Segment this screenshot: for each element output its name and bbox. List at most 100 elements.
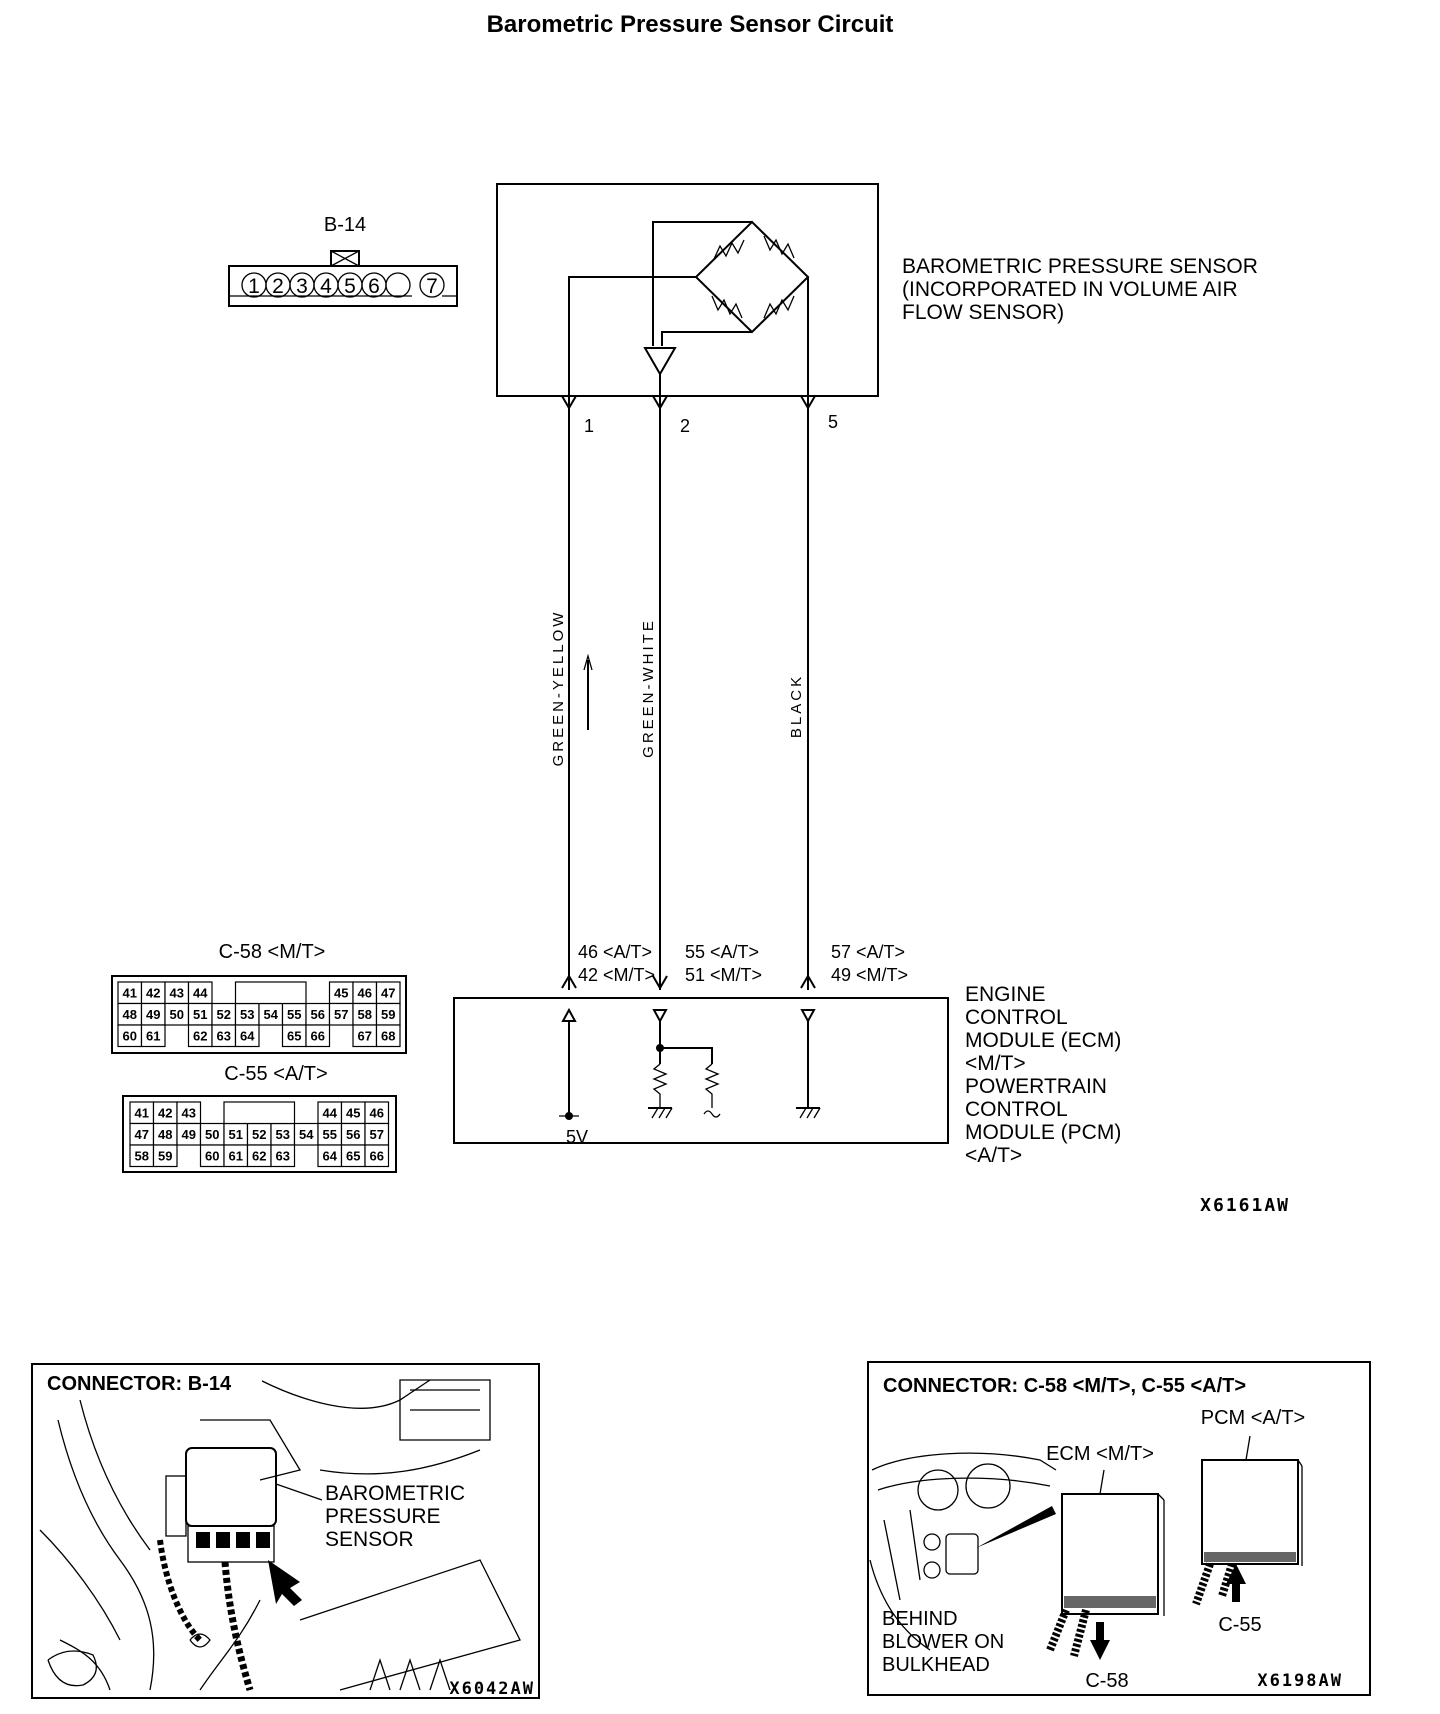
pin-number: 63 — [276, 1149, 290, 1164]
sensor-amp-input-top — [652, 221, 752, 346]
pin-number: 46 — [370, 1106, 384, 1121]
panel-left-callout-line-2: PRESSURE — [325, 1505, 441, 1528]
panel-left-callout-line-1: BAROMETRIC — [325, 1482, 465, 1505]
panel-title-backdrop — [44, 1370, 262, 1396]
pin-number: 62 — [252, 1149, 266, 1164]
resistor-icon — [652, 1063, 668, 1108]
sensor-connector — [236, 1532, 250, 1548]
pin-number: 42 — [146, 986, 160, 1001]
connector-b14-housing — [228, 265, 458, 307]
pin-number: 64 — [240, 1029, 255, 1044]
panel-left-callout-line-3: SENSOR — [325, 1528, 414, 1551]
ecm-5v-label: 5V — [566, 1127, 588, 1147]
pin-number: 44 — [323, 1106, 338, 1121]
ecm-pin-label: 42 <M/T> — [578, 965, 655, 985]
ecm-label-line-5: POWERTRAIN — [965, 1075, 1107, 1098]
b14-pin-6: 6 — [368, 275, 380, 298]
pin-number: 63 — [217, 1029, 231, 1044]
ecm-pin-label: 55 <A/T> — [685, 942, 759, 962]
terminal-arrow-icon — [652, 395, 668, 410]
ecm-module-body — [1157, 1493, 1165, 1501]
panel-right-code: X6198AW — [1257, 1671, 1343, 1691]
ecm-label-line-8: <A/T> — [965, 1144, 1022, 1167]
harness-icon — [1046, 1608, 1070, 1652]
pin-number: 44 — [193, 986, 208, 1001]
dashboard-illustration — [869, 1452, 1057, 1651]
pin-cell — [305, 1024, 331, 1048]
resistor-icon — [711, 295, 743, 319]
pin-number: 59 — [381, 1007, 395, 1022]
pin-number: 50 — [170, 1007, 184, 1022]
b14-pin-7: 7 — [426, 275, 438, 298]
pin-cell — [375, 1024, 401, 1048]
pin-circle — [385, 272, 411, 298]
pin-number: 46 — [358, 986, 372, 1001]
pin-number: 57 — [370, 1127, 384, 1142]
ecm-module-body — [1061, 1493, 1159, 1615]
pin-number: 65 — [287, 1029, 301, 1044]
pin-number: 52 — [217, 1007, 231, 1022]
signal-wave-icon — [703, 1110, 721, 1118]
wire-color-black: BLACK — [788, 674, 805, 738]
harness-icon — [1070, 1608, 1090, 1658]
panel-frame — [31, 1363, 540, 1699]
pin-number: 48 — [158, 1127, 172, 1142]
arrow-pointer-icon — [268, 1560, 302, 1606]
pin-number: 51 — [193, 1007, 207, 1022]
pin-number: 60 — [205, 1149, 219, 1164]
panel-left-code: X6042AW — [449, 1679, 535, 1699]
pin-number: 61 — [146, 1029, 160, 1044]
engine-control-module: 5V — [453, 997, 949, 1147]
sensor-pin-2-label: 2 — [680, 416, 690, 436]
pin-number: 66 — [370, 1149, 384, 1164]
pin-number: 56 — [311, 1007, 325, 1022]
pin-number: 57 — [334, 1007, 348, 1022]
ground-icon — [813, 1107, 821, 1119]
pin-cell — [270, 1144, 296, 1168]
connector-key-cavity — [234, 981, 307, 1005]
ecm-label-line-3: MODULE (ECM) — [965, 1029, 1121, 1052]
sensor-housing — [496, 183, 879, 397]
sensor-bracket — [165, 1475, 187, 1537]
sensor-connector — [216, 1532, 230, 1548]
callout-line — [275, 1483, 323, 1501]
pin-number: 45 — [334, 986, 348, 1001]
input-arrow-icon — [652, 1009, 668, 1024]
ecm-module-illustration — [1046, 1469, 1165, 1660]
resistor-icon — [763, 295, 795, 319]
ground-icon — [665, 1107, 673, 1119]
location-line-1: BEHIND — [882, 1608, 958, 1630]
pin-cell — [140, 1024, 166, 1048]
terminal-arrow-icon — [800, 974, 816, 989]
pin-number: 58 — [358, 1007, 372, 1022]
pin-number: 49 — [182, 1127, 196, 1142]
pin-number: 43 — [182, 1106, 196, 1121]
pin-number: 53 — [276, 1127, 290, 1142]
sensor-label-line-3: FLOW SENSOR) — [902, 301, 1064, 324]
ecm-pin-label: 51 <M/T> — [685, 965, 762, 985]
ecm-label: ECM <M/T> — [1046, 1443, 1154, 1465]
pin-cell — [364, 1144, 390, 1168]
b14-pin-4: 4 — [320, 275, 332, 298]
pin-number: 47 — [135, 1127, 149, 1142]
wire-harness-illustration — [221, 1561, 254, 1692]
supply-arrow-icon — [561, 1007, 577, 1022]
terminal-arrow-icon — [561, 395, 577, 410]
pcm-module-body — [1204, 1552, 1296, 1562]
sensor-connector — [187, 1525, 275, 1563]
engine-bay-illustration — [39, 1379, 521, 1691]
wire-color-green-white: GREEN-WHITE — [640, 618, 657, 758]
ecm-pin-label: 46 <A/T> — [578, 942, 652, 962]
pin-number: 66 — [311, 1029, 325, 1044]
sensor-pin-5-label: 5 — [828, 412, 838, 432]
pin-number: 58 — [135, 1149, 149, 1164]
connector-key-cavity — [223, 1101, 296, 1125]
pin-number: 50 — [205, 1127, 219, 1142]
pin-number: 43 — [170, 986, 184, 1001]
c58-label: C-58 — [1085, 1670, 1128, 1692]
connector-lock-icon — [330, 250, 360, 267]
ecm-pin-label: 49 <M/T> — [831, 965, 908, 985]
